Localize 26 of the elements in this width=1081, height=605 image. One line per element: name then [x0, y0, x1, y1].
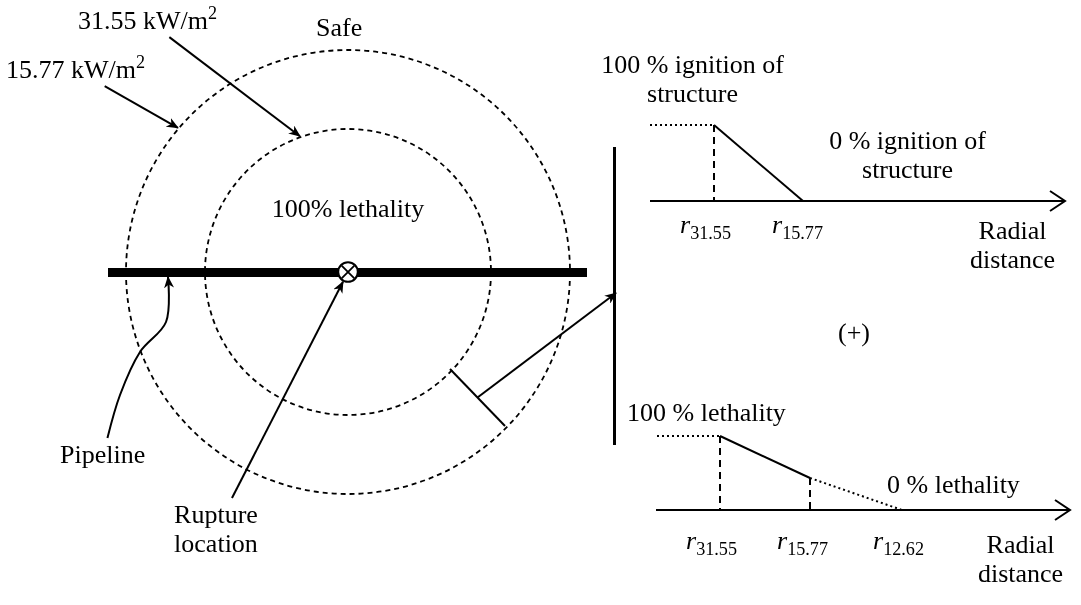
callout-text: Rupture location [158, 500, 274, 559]
callout-text: 15.77 kW/m$^{2}$ [6, 55, 146, 85]
annotation-text: 0 % ignition of structure [828, 126, 987, 185]
annotation-text: r$_{31.55}$ [686, 526, 738, 556]
leader-arrow [168, 36, 301, 138]
annotation-text: r$_{12.62}$ [873, 526, 925, 556]
annotation-text: Safe [316, 13, 363, 43]
leader-arrow [106, 276, 174, 439]
annotation-text: 0 % lethality [887, 470, 1020, 500]
pipeline-bar [108, 268, 587, 277]
divider-line [613, 147, 616, 445]
callout-text: Pipeline [60, 440, 146, 470]
rupture-point-symbol [337, 261, 359, 283]
annotation-text: r$_{15.77}$ [772, 210, 824, 240]
annotation-text: Radial distance [976, 530, 1065, 589]
annotation-text: r$_{15.77}$ [777, 526, 829, 556]
leader-arrow [476, 292, 617, 399]
annotation-text: r$_{31.55}$ [680, 210, 732, 240]
annotation-text: 100 % lethality [627, 398, 786, 428]
annotation-text: (+) [838, 318, 870, 348]
annotation-text: Radial distance [968, 216, 1057, 275]
leader-arrow [230, 280, 344, 499]
callout-text: 31.55 kW/m$^{2}$ [78, 6, 218, 36]
zone-label: 100% lethality [270, 194, 426, 224]
annotation-text: 100 % ignition of structure [600, 50, 785, 109]
leader-arrow [103, 85, 179, 129]
